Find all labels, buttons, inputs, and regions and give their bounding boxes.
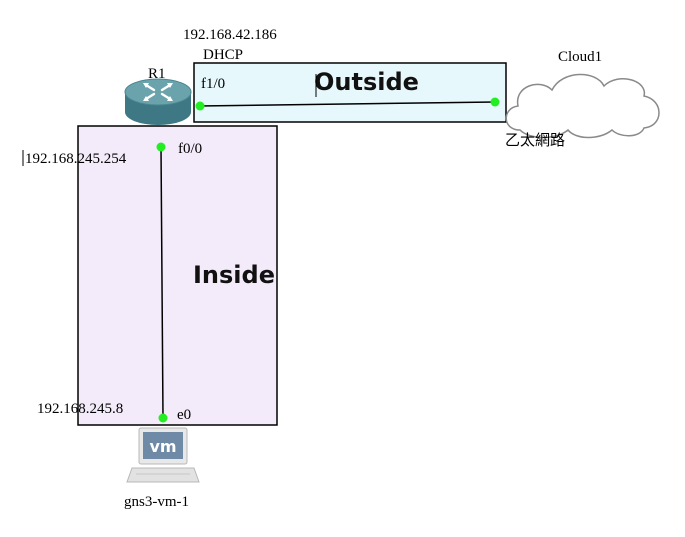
outside-zone[interactable] [193, 62, 507, 123]
cloud1-sub-label: 乙太網路 [505, 132, 565, 149]
vm-ip-label: 192.168.245.8 [37, 401, 123, 417]
r1-f0-0-port-label: f0/0 [178, 141, 202, 157]
link-r1-cloud1[interactable] [198, 101, 496, 107]
r1-lan-ip-label: 192.168.245.254 [25, 151, 127, 167]
outside-zone-label: Outside [314, 68, 419, 96]
link-r1-gns3-vm-1[interactable] [160, 146, 164, 419]
r1-f1-0-port-label: f1/0 [201, 76, 225, 92]
vm-laptop-icon[interactable]: vm [126, 427, 200, 483]
vm-screen-logo: vm [149, 437, 176, 456]
vm-name-label: gns3-vm-1 [124, 494, 189, 510]
port-dot-cloud1[interactable] [490, 97, 500, 107]
port-dot-e0[interactable] [158, 413, 168, 423]
cloud1-name-label: Cloud1 [558, 49, 602, 65]
inside-zone[interactable] [77, 125, 278, 426]
cloud-icon[interactable] [505, 73, 660, 139]
port-dot-f0-0[interactable] [156, 142, 166, 152]
r1-wan-ip-label: 192.168.42.186 [183, 27, 277, 43]
inside-zone-label: Inside [193, 261, 275, 289]
r1-name-label: R1 [148, 66, 166, 82]
router-icon[interactable] [124, 78, 192, 125]
port-dot-f1-0[interactable] [195, 101, 205, 111]
r1-wan-mode-label: DHCP [203, 47, 243, 63]
vm-e0-port-label: e0 [177, 407, 191, 423]
